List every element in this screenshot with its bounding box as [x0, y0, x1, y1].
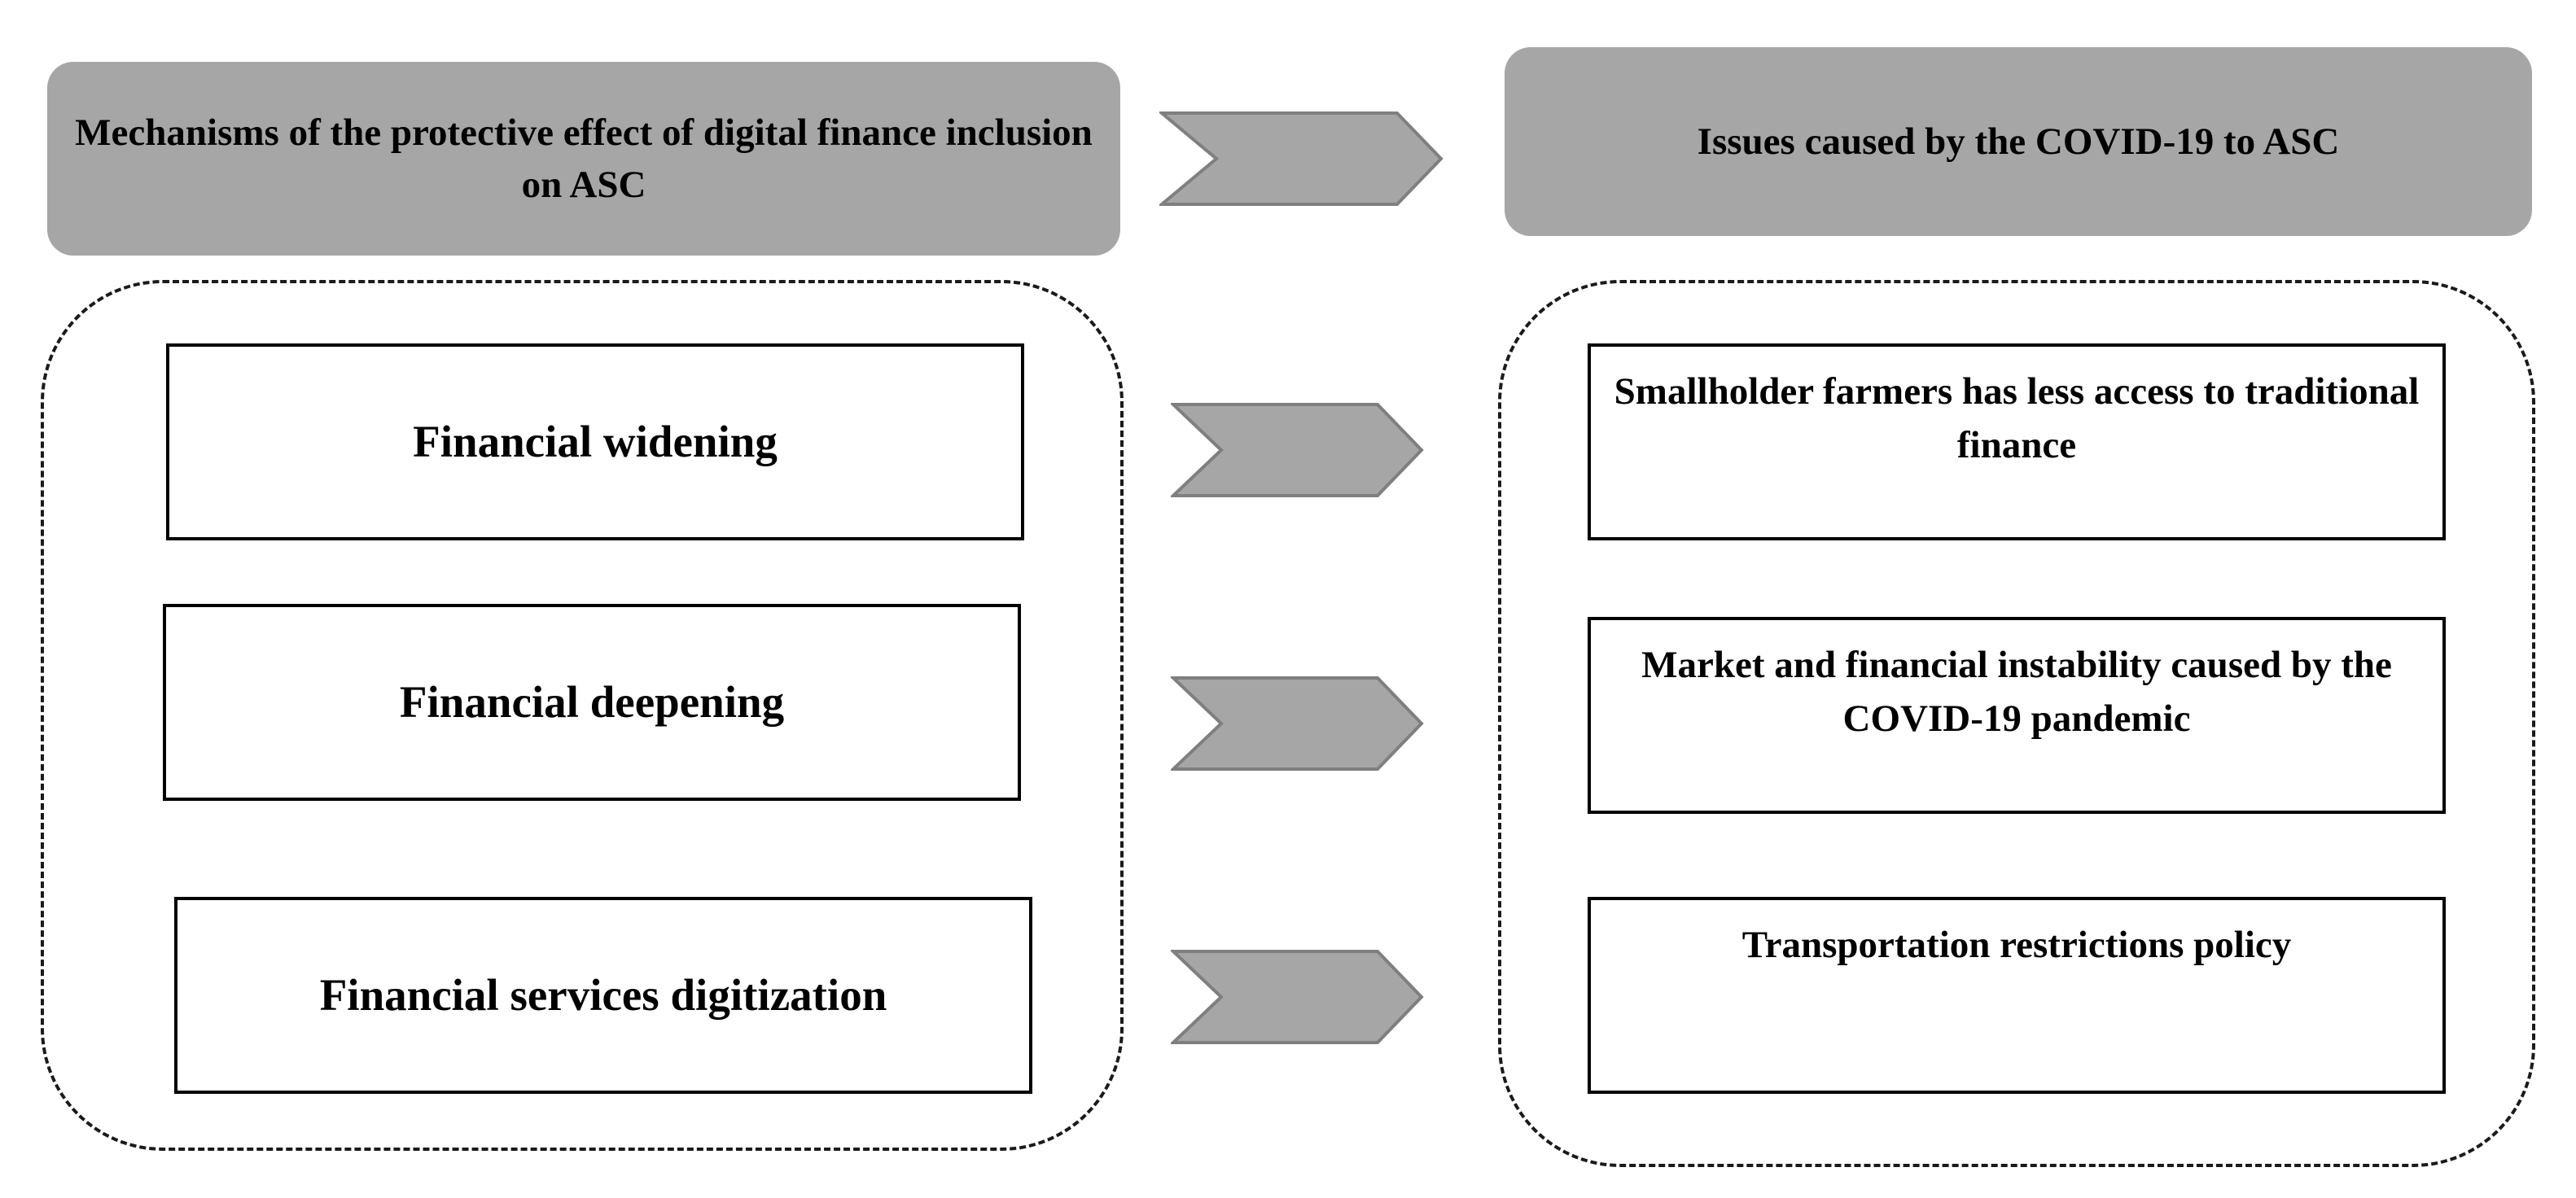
issues-group — [1498, 280, 2535, 1167]
mechanism-box-financial-deepening: Financial deepening — [163, 604, 1021, 801]
mechanism-box-financial-widening: Financial widening — [166, 343, 1024, 540]
mechanisms-header: Mechanisms of the protective effect of d… — [47, 62, 1120, 256]
issue-box-transportation-restrictions: Transportation restrictions policy — [1588, 897, 2446, 1094]
mechanisms-header-text: Mechanisms of the protective effect of d… — [75, 111, 1093, 206]
issue-label: Smallholder farmers has less access to t… — [1614, 370, 2420, 466]
issue-label: Transportation restrictions policy — [1741, 924, 2292, 966]
row-1-chevron-arrow-icon — [1171, 402, 1425, 498]
header-chevron-arrow-icon — [1159, 111, 1444, 207]
issues-header: Issues caused by the COVID-19 to ASC — [1505, 47, 2532, 236]
row-2-chevron-arrow-icon — [1171, 676, 1425, 772]
mechanism-box-financial-services-digitization: Financial services digitization — [174, 897, 1032, 1094]
mechanisms-group — [41, 280, 1124, 1151]
issue-label: Market and financial instability caused … — [1641, 644, 2392, 740]
issue-box-less-access-to-finance: Smallholder farmers has less access to t… — [1588, 343, 2446, 540]
issue-box-market-instability: Market and financial instability caused … — [1588, 617, 2446, 814]
mechanism-label: Financial widening — [413, 417, 778, 466]
row-3-chevron-arrow-icon — [1171, 949, 1425, 1045]
mechanism-label: Financial services digitization — [319, 970, 887, 1020]
mechanism-label: Financial deepening — [399, 677, 785, 727]
issues-header-text: Issues caused by the COVID-19 to ASC — [1697, 120, 2340, 163]
